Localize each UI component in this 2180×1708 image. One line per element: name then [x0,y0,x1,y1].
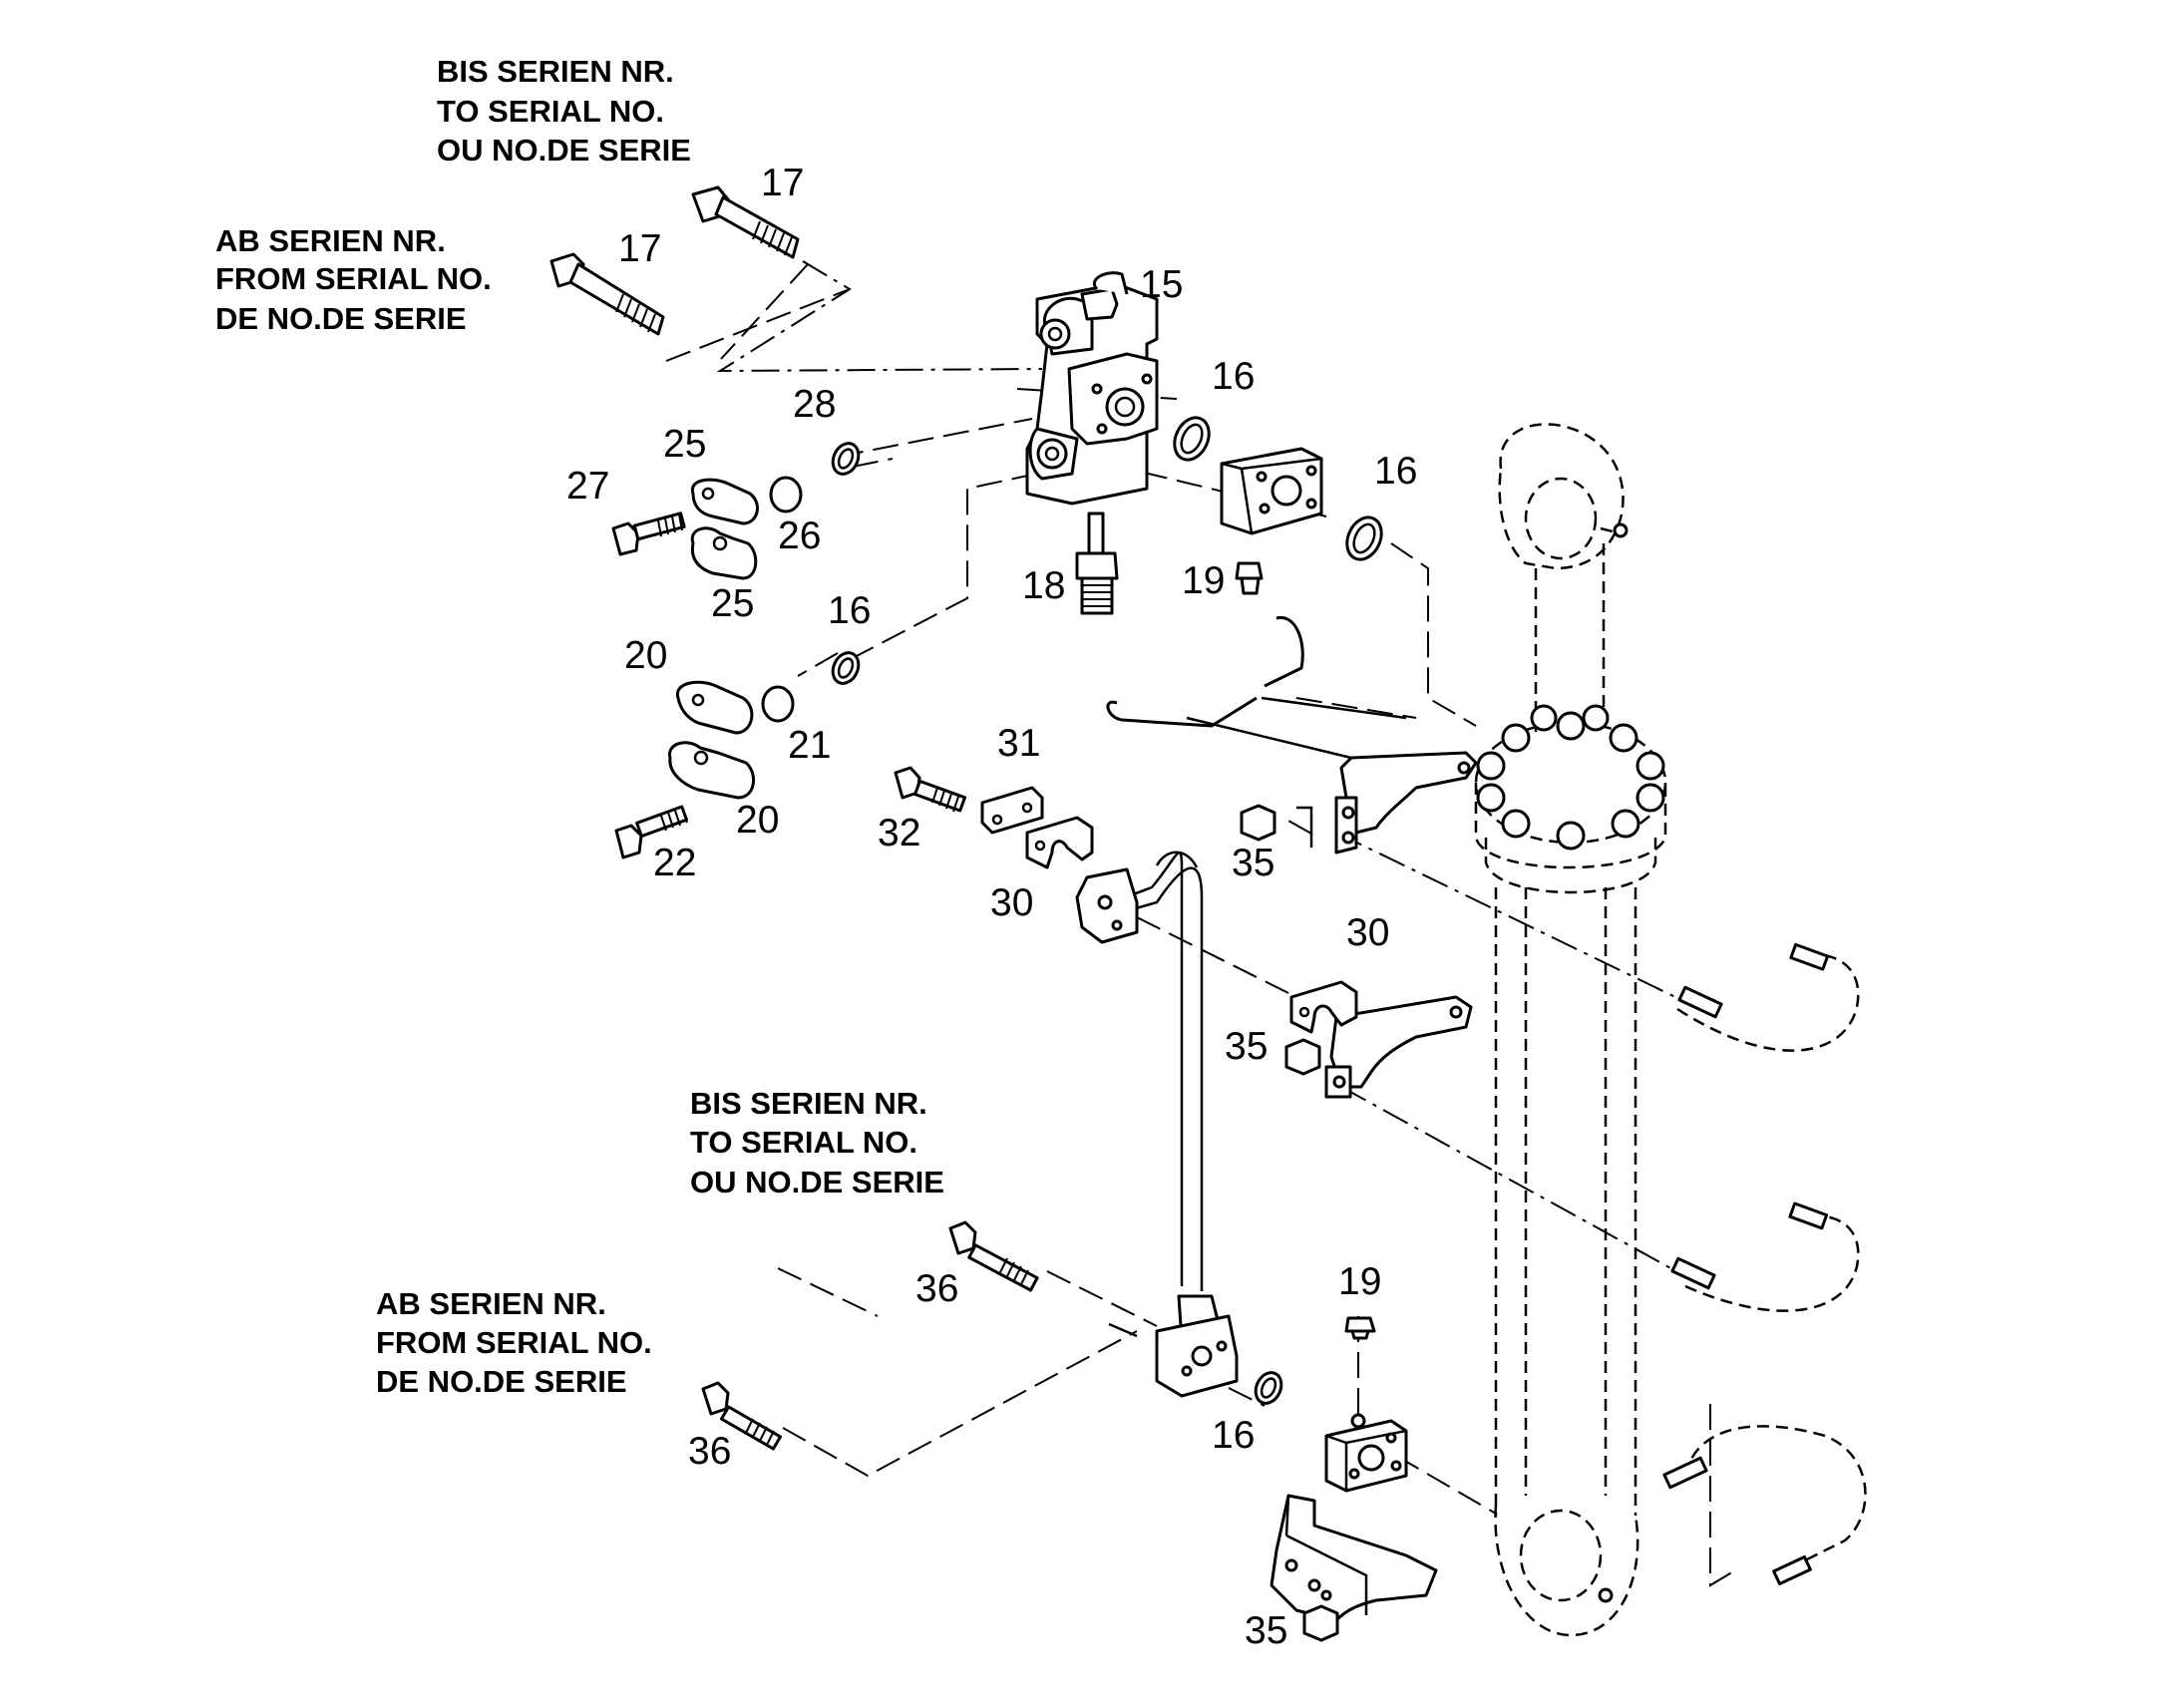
note-to-serial-top: BIS SERIEN NR. TO SERIAL NO. OU NO.DE SE… [437,54,691,168]
note-line: DE NO.DE SERIE [376,1364,627,1399]
nuts-35 [1240,804,1339,1642]
note-line: AB SERIEN NR. [215,223,446,258]
valve-block [1025,271,1159,506]
callout-25: 25 [663,423,706,466]
u-bolt-lower [1662,1425,1867,1586]
callout-36: 36 [688,1430,731,1473]
callout-22: 22 [653,842,696,884]
note-from-serial-bottom: AB SERIEN NR. FROM SERIAL NO. DE NO.DE S… [376,1286,652,1399]
callout-35: 35 [1232,842,1274,884]
callout-16: 16 [1374,450,1417,493]
callout-18: 18 [1022,564,1065,607]
hydraulic-pipe [1075,851,1239,1398]
callout-31: 31 [997,722,1040,765]
callout-30: 30 [1346,911,1389,954]
leader-lines [1108,1322,1138,1338]
note-to-serial-bottom: BIS SERIEN NR. TO SERIAL NO. OU NO.DE SE… [690,1086,944,1199]
note-line: OU NO.DE SERIE [437,133,691,168]
plug-19-upper [1235,561,1264,595]
flange-block-upper [1220,447,1323,535]
callout-35: 35 [1225,1025,1268,1068]
bolt-27 [611,512,686,556]
o-rings [831,416,1383,1405]
callout-numbers: 17 17 15 16 28 25 27 26 16 25 18 19 16 2… [566,162,1417,1652]
fitting-18 [1075,512,1119,615]
note-line: BIS SERIEN NR. [437,54,674,89]
clamp-30-lower [1289,980,1358,1034]
callout-36: 36 [915,1267,958,1310]
callout-17: 17 [618,227,661,270]
callout-26: 26 [778,514,821,557]
callout-32: 32 [878,812,920,854]
clamp-30-upper [1025,816,1094,869]
callout-15: 15 [1140,263,1183,306]
callout-20: 20 [736,799,779,842]
plugs [761,476,803,723]
bracket-frame [1106,616,1478,854]
callout-25: 25 [711,582,754,625]
note-line: TO SERIAL NO. [690,1125,917,1160]
bolt-32 [894,766,966,813]
callout-19: 19 [1338,1260,1381,1303]
callout-30: 30 [990,881,1033,924]
note-line: AB SERIEN NR. [376,1286,606,1321]
note-line: DE NO.DE SERIE [215,301,467,336]
callout-16: 16 [828,589,871,632]
bolt-17-from [549,252,665,336]
callout-16: 16 [1212,355,1255,398]
callout-28: 28 [793,383,836,426]
note-line: BIS SERIEN NR. [690,1086,927,1121]
bolt-36-from [701,1381,782,1451]
note-from-serial-top: AB SERIEN NR. FROM SERIAL NO. DE NO.DE S… [215,223,492,336]
u-bolt-middle [1670,1201,1860,1312]
bolt-17-top [691,185,800,259]
callout-27: 27 [566,465,609,508]
note-line: TO SERIAL NO. [437,94,664,129]
split-flanges [668,478,759,800]
note-line: FROM SERIAL NO. [215,261,492,296]
note-line: OU NO.DE SERIE [690,1165,944,1199]
bolt-22 [614,805,688,859]
callout-16: 16 [1212,1414,1255,1457]
flange-bolts [1476,704,1665,851]
callout-20: 20 [624,634,667,677]
note-line: FROM SERIAL NO. [376,1325,652,1360]
callout-17: 17 [761,162,804,204]
hydraulic-cylinder [1474,423,1667,1637]
callout-21: 21 [788,724,831,767]
bolt-36-to [948,1220,1039,1292]
callout-19: 19 [1182,559,1225,602]
clamp-31 [980,786,1044,835]
flange-block-lower [1324,1413,1408,1493]
clamp-bracket-lower [1270,1494,1438,1622]
clamp-bracket-middle [1324,995,1473,1099]
plug-19-lower [1344,1316,1376,1340]
u-bolt-upper [1676,942,1860,1052]
callout-35: 35 [1245,1609,1287,1652]
